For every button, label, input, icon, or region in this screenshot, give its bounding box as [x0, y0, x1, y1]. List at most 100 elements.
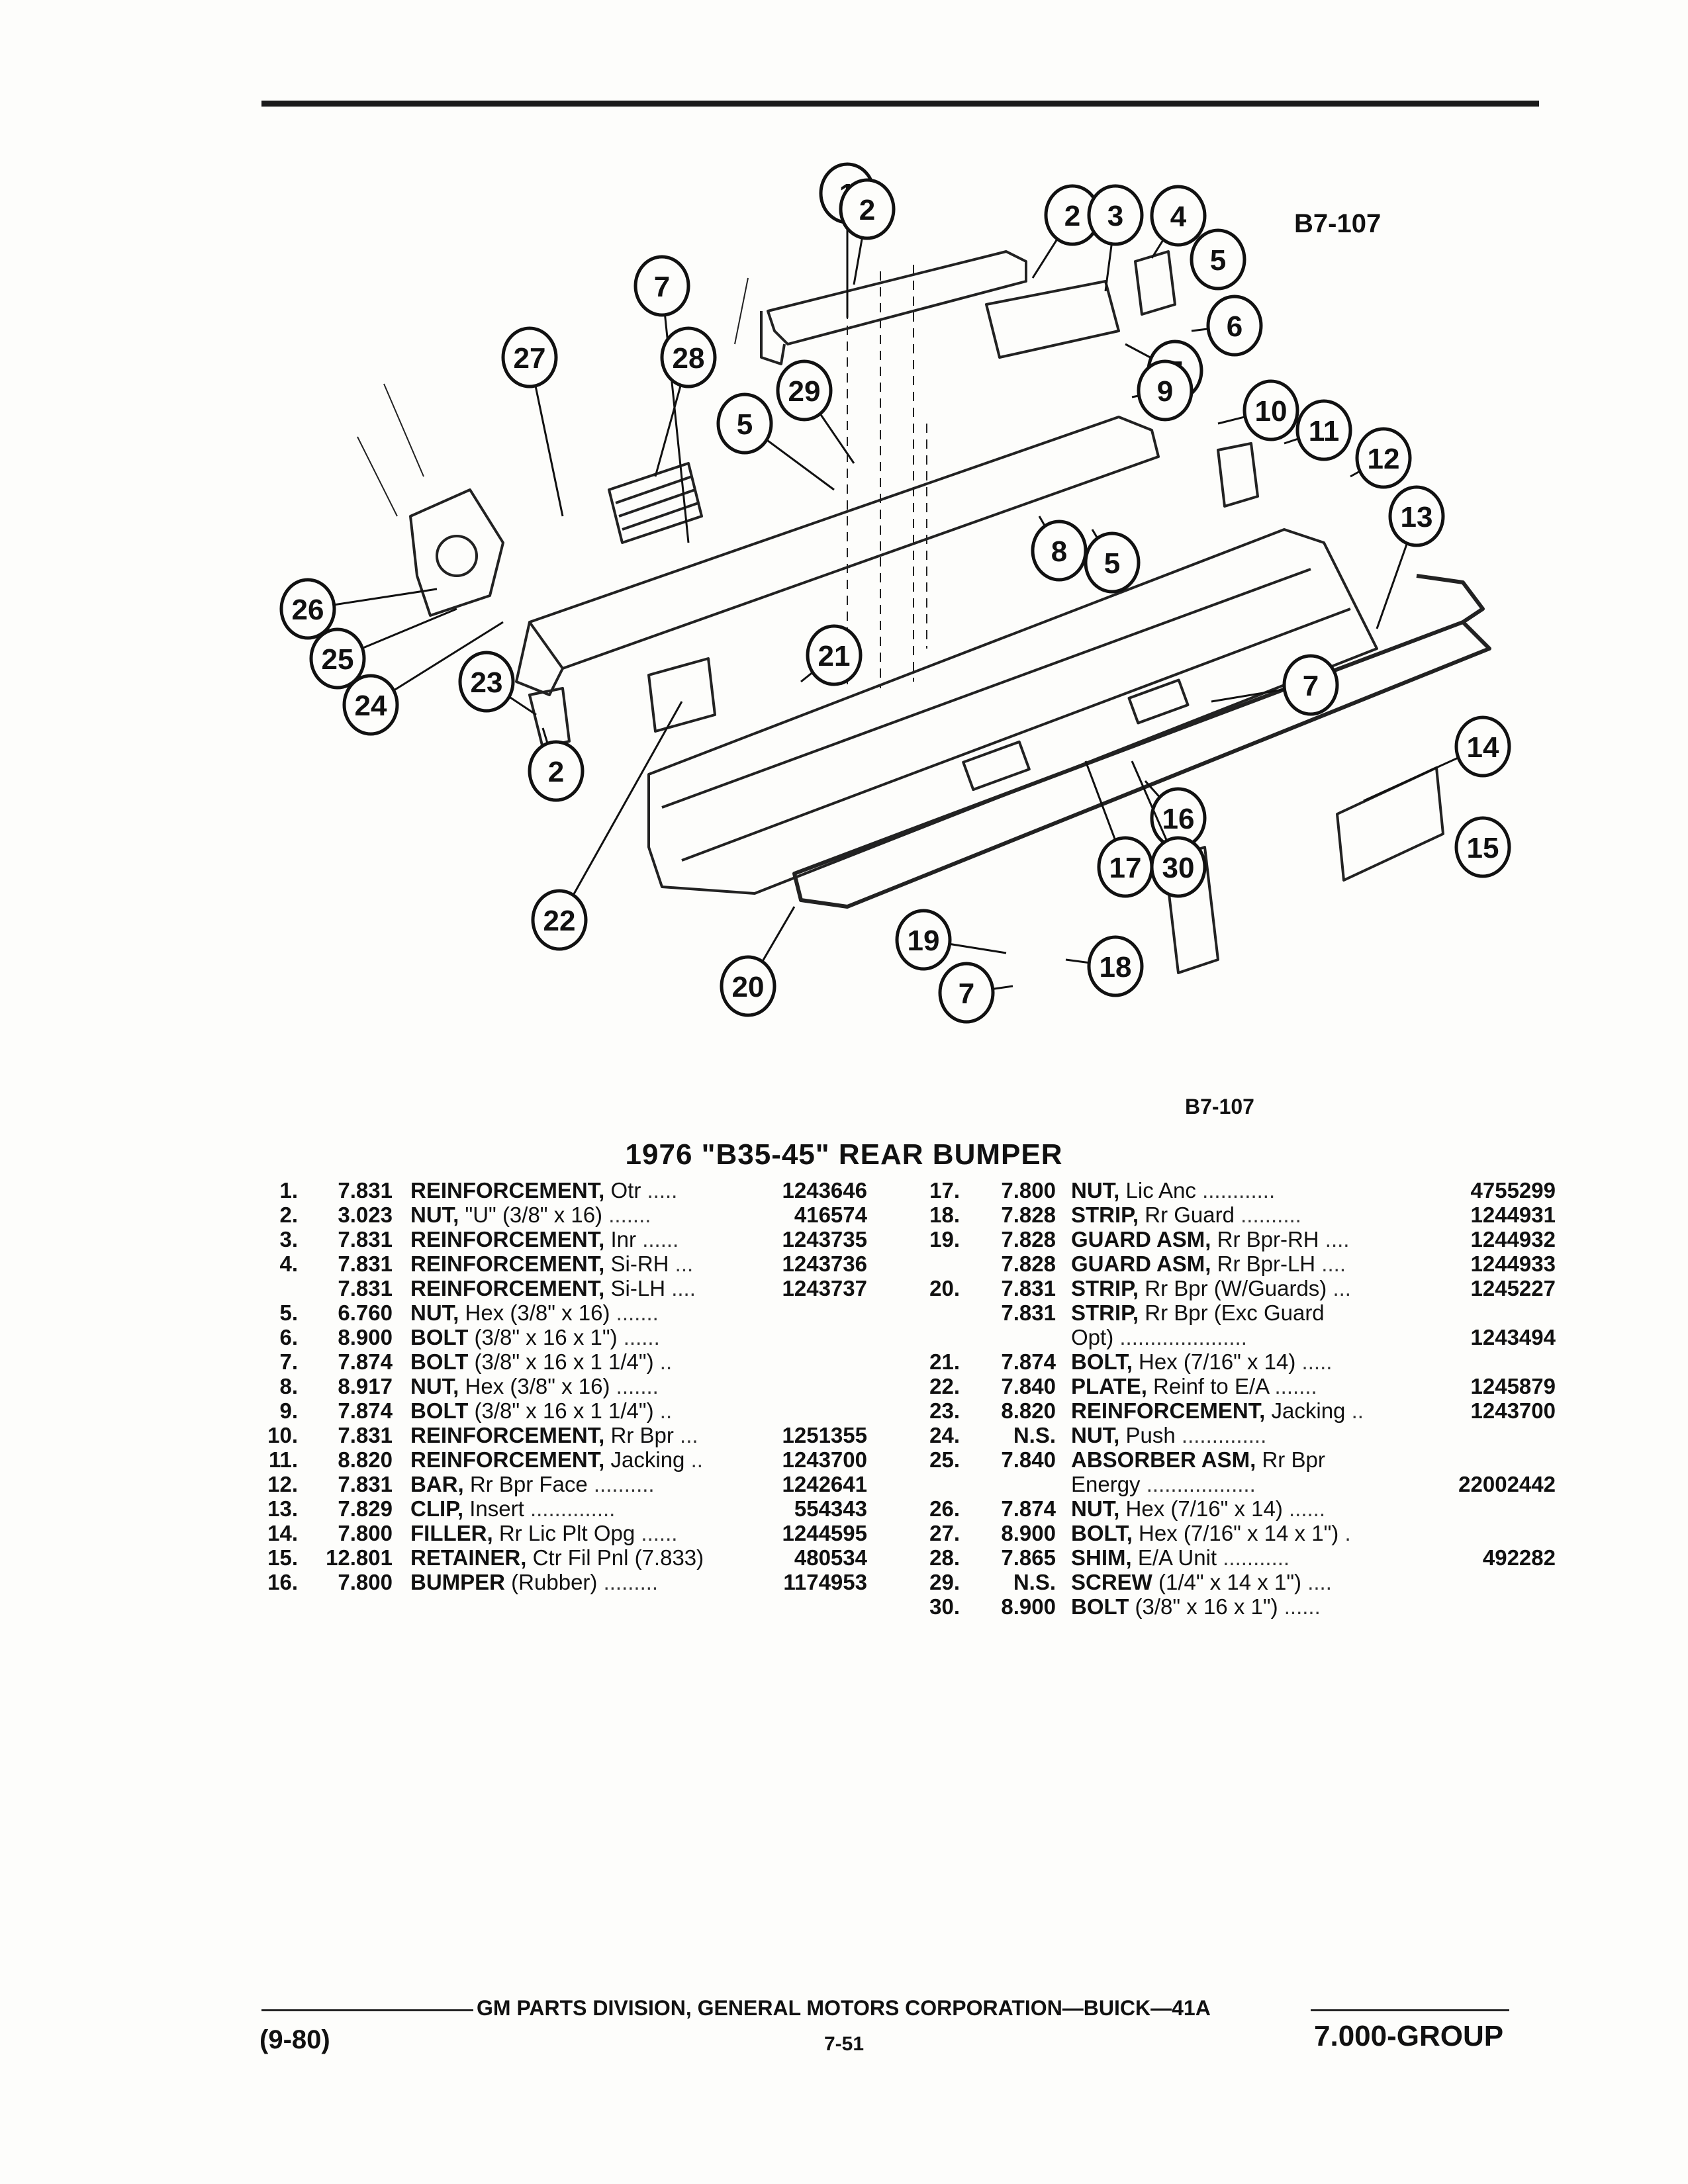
- callout-balloon: [1150, 185, 1207, 247]
- leader-dots: ..............: [1175, 1423, 1267, 1447]
- callout-number: 4: [1170, 201, 1187, 233]
- part-name: BOLT,: [1071, 1521, 1133, 1545]
- group-number: 7.831: [338, 1276, 393, 1300]
- callout-number: 8: [1051, 535, 1067, 568]
- callout-number: 19: [908, 925, 940, 957]
- callout-number: 28: [673, 342, 705, 375]
- part-spec: (3/8" x 16 x 1 1/4"): [468, 1349, 654, 1374]
- group-number: 7.840: [1001, 1374, 1056, 1398]
- part-spec: Inr: [604, 1227, 637, 1251]
- part-spec: (Rubber): [505, 1570, 598, 1594]
- group-number: 7.831: [1001, 1276, 1056, 1300]
- part-description: STRIP, Rr Bpr (Exc Guard: [1071, 1300, 1325, 1325]
- leader-dots: ...: [1327, 1276, 1351, 1300]
- leader-dots: ......: [636, 1227, 679, 1251]
- group-number: 7.828: [1001, 1203, 1056, 1227]
- callout-number: 5: [1210, 244, 1226, 277]
- callout-number: 18: [1100, 951, 1132, 983]
- callout-number: 10: [1255, 395, 1288, 428]
- callout-2: 2: [1031, 184, 1101, 279]
- callout-leader-line: [558, 701, 683, 921]
- callout-balloon: [458, 651, 515, 713]
- callout-balloon: [1084, 531, 1141, 594]
- parts-list-row: Energy ..................22002442: [907, 1472, 1556, 1496]
- part-description: NUT, Hex (3/8" x 16) .......: [410, 1374, 659, 1398]
- parts-list-row: 24.N.S.NUT, Push ..............: [907, 1423, 1556, 1447]
- callout-16: 16: [1144, 780, 1207, 849]
- callout-balloon: [1282, 654, 1339, 716]
- leader-dots: ....: [1315, 1251, 1346, 1276]
- leader-dots: .....................: [1113, 1325, 1247, 1349]
- part-spec: Jacking: [604, 1447, 685, 1472]
- leader-dots: .....: [1295, 1349, 1333, 1374]
- part-number-index: 30.: [929, 1594, 960, 1619]
- footer-rule-left: [261, 2009, 473, 2011]
- part-name: SHIM,: [1071, 1545, 1132, 1570]
- part-number-index: 20.: [929, 1276, 960, 1300]
- callout-5: 5: [1190, 228, 1246, 291]
- callout-5: 5: [1084, 529, 1141, 594]
- catalog-part-number: 1174953: [783, 1570, 867, 1594]
- part-name: BOLT: [1071, 1594, 1129, 1619]
- callout-balloon: [1295, 399, 1352, 461]
- group-number: 8.917: [338, 1374, 393, 1398]
- leader-dots: ............: [1196, 1178, 1276, 1203]
- callout-number: 23: [471, 666, 503, 699]
- part-name: BOLT: [410, 1398, 469, 1423]
- part-number-index: 18.: [929, 1203, 960, 1227]
- group-number: 7.865: [1001, 1545, 1056, 1570]
- part-name: PLATE,: [1071, 1374, 1147, 1398]
- part-spec: (1/4" x 14 x 1"): [1152, 1570, 1302, 1594]
- part-description: NUT, Lic Anc ............: [1071, 1178, 1275, 1203]
- group-number: 7.800: [338, 1570, 393, 1594]
- bumper-linework: [357, 250, 1491, 974]
- part-description: NUT, Hex (7/16" x 14) ......: [1071, 1496, 1325, 1521]
- callout-number: 7: [654, 271, 670, 303]
- part-description: BOLT (3/8" x 16 x 1") ......: [1071, 1594, 1321, 1619]
- part-name: REINFORCEMENT,: [410, 1423, 605, 1447]
- leader-dots: .......: [1268, 1374, 1317, 1398]
- callout-layer: 1223456772728295910111213852625242322171…: [279, 162, 1511, 1024]
- part-spec: Rr Bpr Face: [463, 1472, 588, 1496]
- part-spec: Rr Bpr-LH: [1211, 1251, 1316, 1276]
- callout-balloon: [1206, 295, 1263, 357]
- footer-date: (9-80): [259, 2025, 330, 2054]
- leader-dots: ...........: [1217, 1545, 1290, 1570]
- callout-balloon: [309, 627, 366, 690]
- group-number: 7.874: [1001, 1349, 1056, 1374]
- part-number-index: 10.: [267, 1423, 298, 1447]
- callout-balloon: [1137, 359, 1194, 422]
- callout-balloon: [1087, 184, 1144, 246]
- group-number: 8.900: [338, 1325, 393, 1349]
- leader-dots: .......: [602, 1203, 651, 1227]
- part-description: NUT, Push ..............: [1071, 1423, 1266, 1447]
- callout-balloon: [1150, 836, 1207, 898]
- callout-8: 8: [1031, 516, 1088, 582]
- catalog-part-number: 416574: [794, 1203, 867, 1227]
- part-description: GUARD ASM, Rr Bpr-LH ....: [1071, 1251, 1346, 1276]
- callout-7: 7: [633, 255, 690, 543]
- part-name: SCREW: [1071, 1570, 1152, 1594]
- part-description: BOLT, Hex (7/16" x 14 x 1") .: [1071, 1521, 1351, 1545]
- part-description: BUMPER (Rubber) .........: [410, 1570, 658, 1594]
- part-name: STRIP,: [1071, 1203, 1139, 1227]
- callout-balloon: [776, 359, 833, 422]
- catalog-part-number: 1245227: [1470, 1276, 1556, 1300]
- group-number: 7.800: [1001, 1178, 1056, 1203]
- group-number: 7.828: [1001, 1251, 1056, 1276]
- group-number: 7.829: [338, 1496, 393, 1521]
- callout-number: 3: [1107, 200, 1123, 232]
- callout-number: 9: [1157, 375, 1173, 408]
- part-name: BAR,: [410, 1472, 464, 1496]
- group-number: 7.831: [338, 1251, 393, 1276]
- part-name: CLIP,: [410, 1496, 464, 1521]
- leader-dots: ......: [1278, 1594, 1321, 1619]
- callout-21: 21: [800, 624, 863, 686]
- part-number-index: 16.: [267, 1570, 298, 1594]
- part-number-index: 25.: [929, 1447, 960, 1472]
